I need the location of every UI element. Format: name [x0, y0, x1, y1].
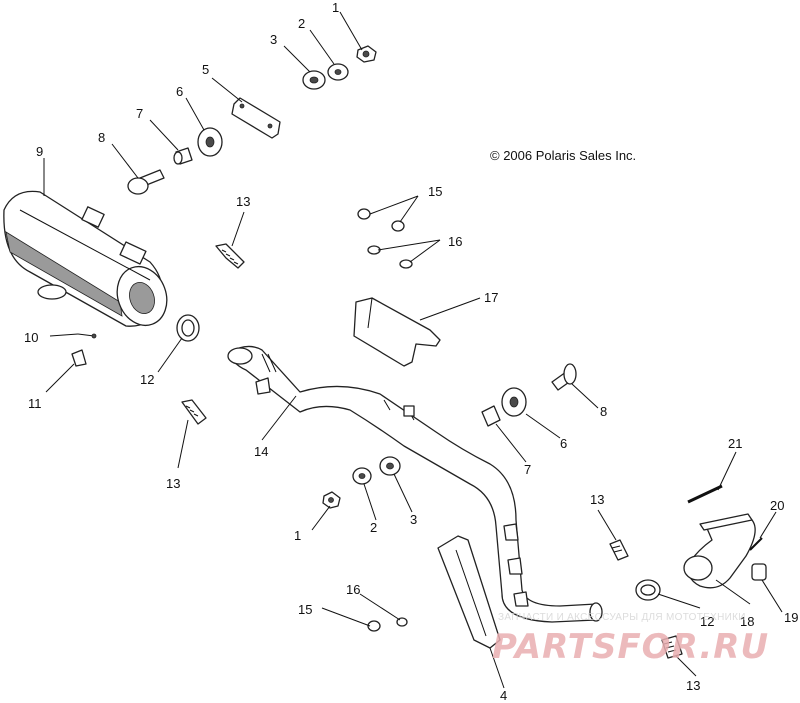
- part-outlet-elbow: [683, 513, 756, 589]
- callout-11: 11: [28, 396, 42, 411]
- callout-7-top: 7: [136, 106, 143, 121]
- part-bushing-right: [481, 405, 501, 427]
- part-clip: [71, 349, 87, 367]
- callout-14: 14: [254, 444, 268, 459]
- part-screw-lower: [367, 620, 381, 632]
- callout-13-upper: 13: [236, 194, 250, 209]
- part-bushing-top: [173, 147, 193, 165]
- callout-16-upper: 16: [448, 234, 462, 249]
- callout-9: 9: [36, 144, 43, 159]
- callout-8-right: 8: [600, 404, 607, 419]
- watermark-tagline: ЗАПЧАСТИ И АКСЕССУАРЫ ДЛЯ МОТОТЕХНИКИ: [498, 612, 746, 623]
- callout-13-right: 13: [590, 492, 604, 507]
- callout-4: 4: [500, 688, 507, 703]
- watermark: ЗАПЧАСТИ И АКСЕССУАРЫ ДЛЯ МОТОТЕХНИКИ PA…: [492, 612, 769, 667]
- part-grommet-top: [197, 127, 223, 157]
- callout-15-upper: 15: [428, 184, 442, 199]
- callout-12-right: 12: [700, 614, 714, 629]
- part-end-cap: [751, 563, 767, 581]
- part-lock-washer-top: [327, 63, 349, 81]
- watermark-logo: PARTSFOR.RU: [492, 627, 769, 667]
- part-spring-lower-left: [181, 399, 207, 425]
- callout-3-lower: 3: [410, 512, 417, 527]
- part-nut-top: [356, 45, 377, 63]
- part-grommet-right: [501, 387, 527, 417]
- part-washer-top: [302, 70, 326, 90]
- callout-21: 21: [728, 436, 742, 451]
- part-spring-right: [609, 539, 629, 561]
- callout-17: 17: [484, 290, 498, 305]
- part-washer-lower: [379, 456, 401, 476]
- callout-7-right: 7: [524, 462, 531, 477]
- callout-15-lower: 15: [298, 602, 312, 617]
- part-lock-washer-lower: [352, 467, 372, 485]
- part-spring-bottom: [661, 635, 683, 659]
- callout-19: 19: [784, 610, 798, 625]
- callout-numbers: 1 2 3 5 6 7 8 9 10 11 12 13 13 14 15 16 …: [24, 0, 798, 703]
- part-bolt-top: [127, 169, 165, 195]
- callout-6-right: 6: [560, 436, 567, 451]
- part-bracket-plate: [231, 97, 281, 139]
- callout-13-bottom: 13: [686, 678, 700, 693]
- copyright-notice: © 2006 Polaris Sales Inc.: [490, 148, 636, 163]
- callout-6-top: 6: [176, 84, 183, 99]
- part-small-pin: [749, 537, 763, 551]
- callout-20: 20: [770, 498, 784, 513]
- callout-2-lower: 2: [370, 520, 377, 535]
- part-screws-upper: [357, 208, 405, 232]
- part-heat-shield-lower: [437, 535, 501, 649]
- callout-1-lower: 1: [294, 528, 301, 543]
- callout-8-top: 8: [98, 130, 105, 145]
- part-muffler: [3, 190, 168, 327]
- part-bolt-right: [551, 363, 577, 391]
- leader-lines: [43, 11, 783, 689]
- part-heat-shield-upper: [353, 297, 441, 367]
- part-spring-clamp-upper: [215, 243, 245, 269]
- callout-2-top: 2: [298, 16, 305, 31]
- callout-12-left: 12: [140, 372, 154, 387]
- part-pin: [77, 333, 97, 339]
- callout-1-top: 1: [332, 0, 339, 15]
- callout-3-top: 3: [270, 32, 277, 47]
- callout-5: 5: [202, 62, 209, 77]
- callout-16-lower: 16: [346, 582, 360, 597]
- callout-18: 18: [740, 614, 754, 629]
- part-gasket-right: [635, 579, 661, 601]
- callout-10: 10: [24, 330, 38, 345]
- part-washers-upper: [367, 245, 413, 269]
- part-nut-lower: [322, 491, 341, 509]
- part-gasket-left: [176, 314, 200, 342]
- part-header-pipe: [227, 345, 603, 623]
- part-rod: [687, 484, 723, 504]
- callout-13-lower-left: 13: [166, 476, 180, 491]
